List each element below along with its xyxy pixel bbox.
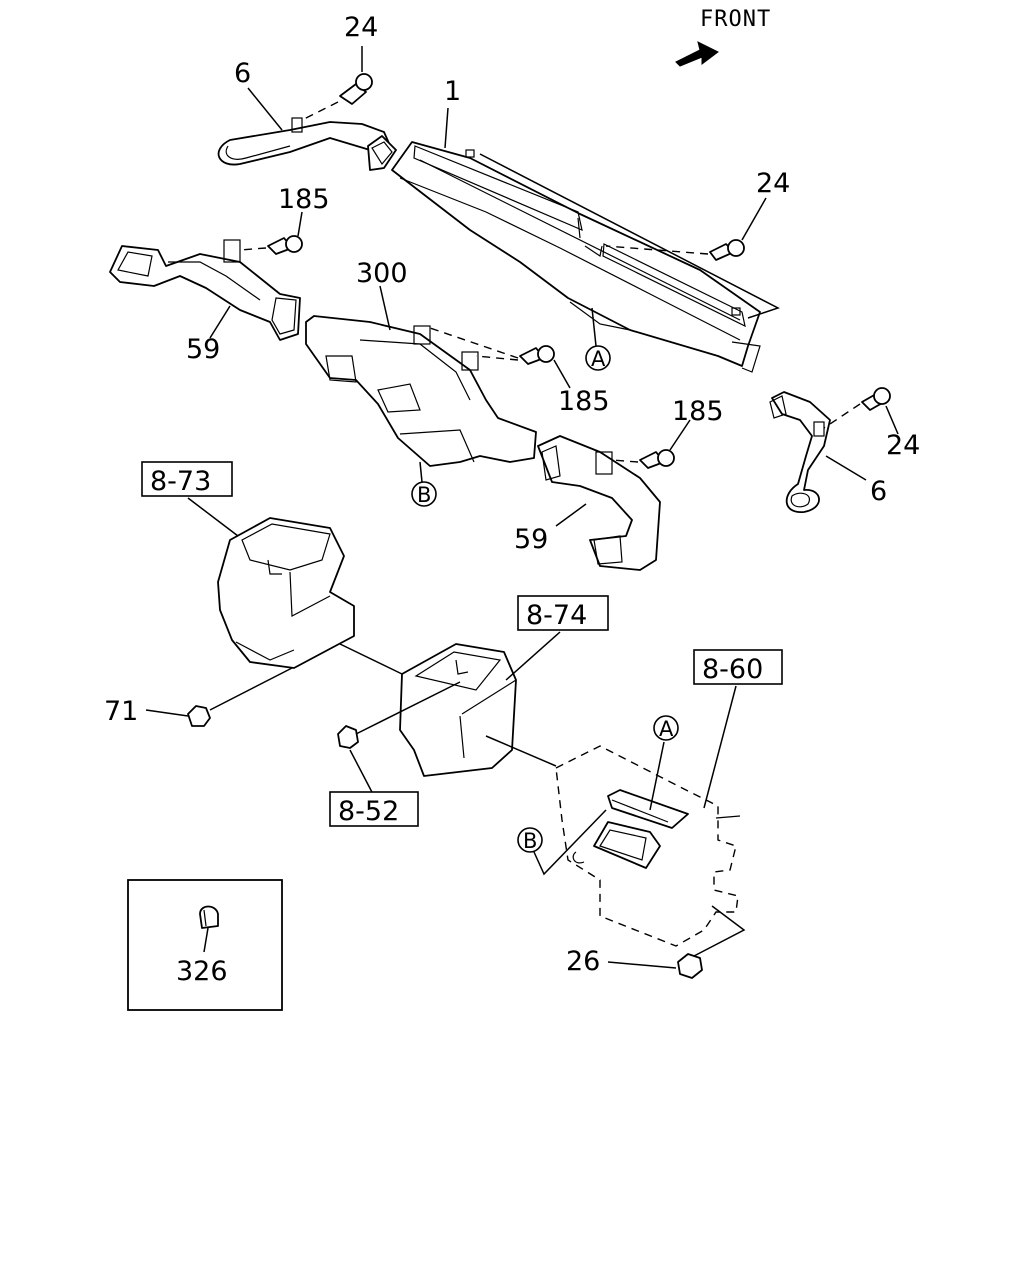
ref-box-8-52 (329, 791, 419, 827)
connector-a-bottom: A (649, 715, 679, 811)
connector-b-bottom: B (517, 809, 607, 876)
screw-185-right (639, 449, 675, 469)
callout-6-right: 6 (870, 476, 887, 507)
ref-box-8-74 (517, 595, 609, 631)
side-duct-part-6-left (217, 117, 397, 171)
vent-duct-part-59-right (537, 435, 661, 571)
main-duct-part-1 (391, 141, 761, 373)
screw-24-right (861, 387, 891, 411)
callout-300: 300 (356, 258, 408, 289)
ref-box-8-73 (141, 461, 233, 497)
connector-a-top: A (585, 307, 611, 371)
ref-8-52: 8-52 (338, 796, 399, 827)
screw-24-mid (709, 239, 745, 261)
blower-unit-8-73 (217, 517, 355, 669)
callout-1: 1 (444, 76, 461, 107)
callout-24-right: 24 (886, 430, 920, 461)
callout-24-top: 24 (344, 12, 378, 43)
front-label: FRONT (700, 7, 771, 32)
callout-59-left: 59 (186, 334, 220, 365)
heater-unit-8-60 (555, 745, 741, 947)
callout-185-right: 185 (672, 396, 724, 427)
svg-text:A: A (659, 717, 674, 741)
callout-326: 326 (176, 956, 228, 987)
screw-185-center (519, 345, 555, 365)
ref-box-8-60 (693, 649, 783, 685)
front-indicator: FRONT (675, 7, 771, 67)
clip-326 (199, 905, 219, 929)
callout-71: 71 (104, 696, 138, 727)
callout-24-mid: 24 (756, 168, 790, 199)
nut-26 (677, 953, 703, 979)
nut-71 (187, 705, 211, 727)
center-duct-part-300 (305, 315, 537, 467)
svg-text:B: B (523, 829, 537, 853)
svg-text:B: B (417, 483, 431, 507)
callout-185-left: 185 (278, 184, 330, 215)
ref-8-74: 8-74 (526, 600, 587, 631)
callout-6-top: 6 (234, 58, 251, 89)
nut-8-52 (337, 725, 359, 749)
module-unit-8-74 (399, 643, 517, 777)
connector-b-top: B (411, 461, 437, 507)
screw-24-top (339, 73, 373, 105)
screw-185-left (267, 235, 303, 255)
callout-59-right: 59 (514, 524, 548, 555)
side-duct-part-6-right (769, 391, 831, 513)
callout-185-center: 185 (558, 386, 610, 417)
ref-8-73: 8-73 (150, 466, 211, 497)
ref-8-60: 8-60 (702, 654, 763, 685)
callout-26: 26 (566, 946, 600, 977)
svg-text:A: A (591, 347, 606, 371)
front-arrow-icon (675, 41, 719, 67)
vent-duct-part-59-left (109, 239, 301, 341)
